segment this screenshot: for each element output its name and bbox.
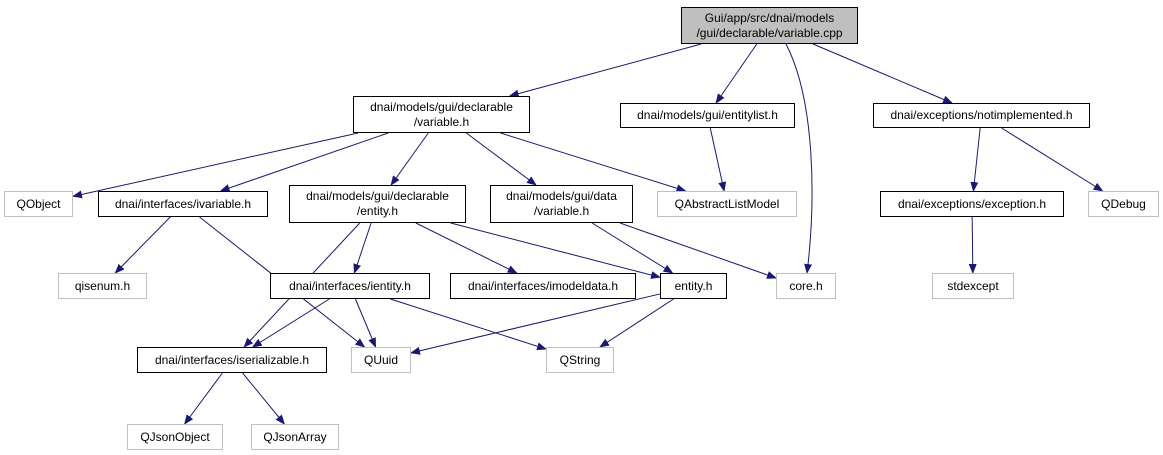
node-label-line: QJsonArray xyxy=(263,429,327,444)
edge-root-to-core_h xyxy=(785,43,813,274)
node-label-line: QUuid xyxy=(363,352,398,367)
node-label-line: core.h xyxy=(789,278,823,293)
node-qabstractlistmodel: QAbstractListModel xyxy=(657,191,797,217)
node-label-line: QAbstractListModel xyxy=(674,196,780,211)
node-qjsonarray: QJsonArray xyxy=(251,424,339,450)
node-label-line: QJsonObject xyxy=(140,429,210,444)
edge-iserializable_h-to-qjsonarray xyxy=(242,372,285,425)
node-label-line: Gui/app/src/dnai/models xyxy=(704,10,835,25)
node-core-h: core.h xyxy=(776,273,836,299)
edge-decl_variable_h-to-ivariable_h xyxy=(219,132,389,192)
node-entitylist-h[interactable]: dnai/models/gui/entitylist.h xyxy=(620,103,795,128)
edge-notimplemented_h-to-qdebug xyxy=(1001,127,1104,192)
node-qdebug: QDebug xyxy=(1088,191,1159,217)
edge-notimplemented_h-to-exception_h xyxy=(970,127,981,192)
edge-data_variable_h-to-core_h xyxy=(619,222,777,279)
edge-decl_variable_h-to-decl_entity_h xyxy=(390,132,429,186)
node-stdexcept: stdexcept xyxy=(932,273,1014,299)
node-label-line: qisenum.h xyxy=(74,278,131,293)
edge-ientity_h-to-qstring xyxy=(390,298,547,351)
edge-decl_entity_h-to-entity_h xyxy=(450,222,661,279)
edge-exception_h-to-stdexcept xyxy=(968,216,977,274)
node-label-line: /variable.h xyxy=(533,204,590,218)
edge-decl_variable_h-to-qabstractlistmodel xyxy=(500,132,687,193)
node-quuid: QUuid xyxy=(351,347,411,373)
node-label-line: dnai/interfaces/iserializable.h xyxy=(154,352,310,367)
edge-iserializable_h-to-qjsonobject xyxy=(184,372,223,425)
edge-decl_entity_h-to-ientity_h xyxy=(353,222,372,274)
edge-decl_entity_h-to-imodeldata_h xyxy=(415,222,518,274)
node-imodeldata-h[interactable]: dnai/interfaces/imodeldata.h xyxy=(450,273,636,299)
node-notimplemented-h[interactable]: dnai/exceptions/notimplemented.h xyxy=(873,103,1090,128)
node-entity-h[interactable]: entity.h xyxy=(660,273,727,299)
node-label-line: dnai/exceptions/exception.h xyxy=(897,196,1047,211)
edge-root-to-entitylist_h xyxy=(715,43,758,104)
node-label-line: dnai/interfaces/ientity.h xyxy=(289,278,411,293)
node-decl-variable-h[interactable]: dnai/models/gui/declarable/variable.h xyxy=(353,96,530,133)
node-label-line: dnai/interfaces/imodeldata.h xyxy=(467,278,619,293)
edge-root-to-notimplemented_h xyxy=(812,43,953,104)
node-label-line: QObject xyxy=(16,196,61,211)
edge-ientity_h-to-iserializable_h xyxy=(251,298,330,348)
node-label-line: stdexcept xyxy=(947,278,999,293)
node-exception-h[interactable]: dnai/exceptions/exception.h xyxy=(880,191,1064,217)
node-qstring: QString xyxy=(546,347,614,373)
node-label-line: QDebug xyxy=(1101,196,1146,211)
node-root[interactable]: Gui/app/src/dnai/models/gui/declarable/v… xyxy=(681,7,858,44)
node-qobject: QObject xyxy=(4,191,73,217)
node-label-line: dnai/interfaces/ivariable.h xyxy=(114,196,252,211)
edge-ivariable_h-to-qisenum_h xyxy=(114,216,171,274)
node-label-line: /entity.h xyxy=(356,204,399,218)
node-label-line: dnai/exceptions/notimplemented.h xyxy=(890,108,1073,122)
node-label-line: dnai/models/gui/entitylist.h xyxy=(637,108,778,122)
node-iserializable-h[interactable]: dnai/interfaces/iserializable.h xyxy=(137,347,327,373)
node-label-line: dnai/models/gui/declarable xyxy=(306,189,449,203)
node-label-line: entity.h xyxy=(674,278,713,293)
edge-data_variable_h-to-entity_h xyxy=(591,222,674,274)
edge-decl_variable_h-to-qobject xyxy=(72,132,359,199)
node-data-variable-h[interactable]: dnai/models/gui/data/variable.h xyxy=(490,185,633,223)
node-ientity-h[interactable]: dnai/interfaces/ientity.h xyxy=(270,273,430,299)
edge-ientity_h-to-quuid xyxy=(354,298,377,348)
edge-entitylist_h-to-qabstractlistmodel xyxy=(709,127,727,192)
node-qjsonobject: QJsonObject xyxy=(127,424,223,450)
node-label-line: dnai/models/gui/data xyxy=(506,189,617,203)
edge-entity_h-to-qstring xyxy=(599,298,674,348)
node-decl-entity-h[interactable]: dnai/models/gui/declarable/entity.h xyxy=(289,185,466,223)
node-qisenum-h: qisenum.h xyxy=(58,273,147,299)
edge-root-to-decl_variable_h xyxy=(508,43,702,98)
edge-entity_h-to-quuid xyxy=(410,293,661,355)
node-label-line: /gui/declarable/variable.cpp xyxy=(696,25,843,40)
node-label-line: QString xyxy=(559,352,601,367)
edge-decl_variable_h-to-data_variable_h xyxy=(466,132,537,186)
node-ivariable-h[interactable]: dnai/interfaces/ivariable.h xyxy=(98,191,268,217)
node-label-line: /variable.h xyxy=(413,114,470,129)
node-label-line: dnai/models/gui/declarable xyxy=(370,99,513,114)
